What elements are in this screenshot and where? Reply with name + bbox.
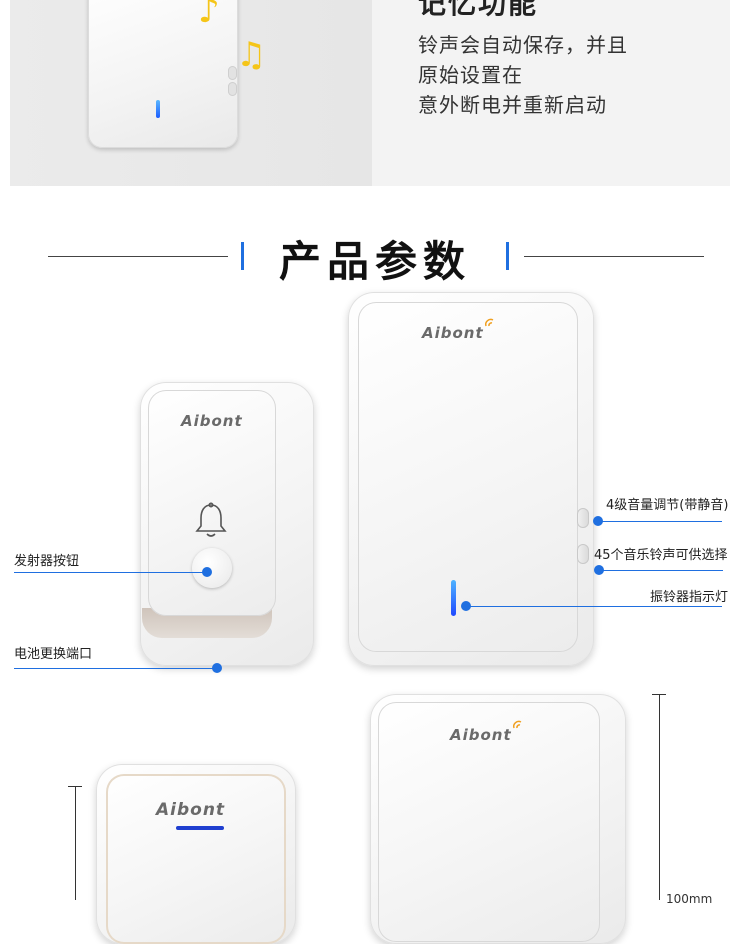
callout-ringtones-line bbox=[599, 570, 723, 571]
signal-icon bbox=[485, 318, 494, 327]
callout-volume-label: 4级音量调节(带静音) bbox=[606, 498, 729, 513]
side-button-lower bbox=[228, 82, 237, 96]
transmitter-device: Aibont bbox=[140, 382, 314, 666]
receiver-front-face: Aibont bbox=[378, 702, 600, 942]
brand-logo: Aibont bbox=[181, 412, 243, 430]
transmitter-face: Aibont bbox=[148, 390, 276, 616]
feature-line-1: 铃声会自动保存，并且 bbox=[418, 33, 628, 57]
callout-button-label: 发射器按钮 bbox=[14, 554, 80, 569]
callout-ringtones-label: 45个音乐铃声可供选择 bbox=[594, 548, 728, 563]
brand-logo: Aibont bbox=[156, 800, 226, 820]
music-note-icon: ♫ bbox=[236, 35, 267, 75]
memory-feature-panel: ♪ ♫ bbox=[10, 0, 730, 186]
receiver-device: Aibont bbox=[348, 292, 594, 666]
feature-title: 记忆功能 bbox=[418, 0, 539, 20]
receiver-front-device: Aibont bbox=[370, 694, 626, 944]
indicator-led bbox=[156, 100, 160, 118]
ringtone-button[interactable] bbox=[577, 544, 589, 564]
receiver-image bbox=[88, 0, 238, 148]
heading-bar-left bbox=[241, 242, 244, 270]
transmitter-front-device: Aibont bbox=[96, 764, 296, 944]
indicator-led bbox=[451, 580, 456, 616]
heading-rule-left bbox=[48, 256, 228, 257]
transmitter-front-face: Aibont bbox=[106, 774, 286, 944]
feature-text-area bbox=[372, 0, 730, 186]
brand-logo: Aibont bbox=[450, 726, 512, 744]
dimension-line-right bbox=[659, 694, 660, 900]
dimension-label: 100mm bbox=[666, 892, 713, 906]
volume-button[interactable] bbox=[577, 508, 589, 528]
transmitter-button[interactable] bbox=[192, 548, 232, 588]
section-title: 产品参数 bbox=[278, 237, 471, 286]
feature-image: ♪ ♫ bbox=[10, 0, 372, 186]
indicator-led bbox=[176, 826, 224, 830]
brand-logo: Aibont bbox=[422, 324, 484, 342]
callout-indicator-dot bbox=[461, 601, 471, 611]
receiver-face: Aibont bbox=[358, 302, 578, 652]
bell-icon bbox=[195, 502, 227, 537]
side-button-upper bbox=[228, 66, 237, 80]
callout-ringtones-dot bbox=[594, 565, 604, 575]
callout-battery-dot bbox=[212, 663, 222, 673]
music-note-icon: ♪ bbox=[198, 0, 220, 31]
callout-indicator-line bbox=[466, 606, 722, 607]
callout-battery-label: 电池更换端口 bbox=[14, 647, 93, 662]
signal-icon bbox=[513, 720, 522, 729]
heading-rule-right bbox=[524, 256, 704, 257]
heading-bar-right bbox=[506, 242, 509, 270]
callout-button-line bbox=[14, 572, 208, 573]
callout-volume-line bbox=[598, 521, 722, 522]
feature-line-3: 意外断电并重新启动 bbox=[418, 93, 607, 117]
callout-battery-line bbox=[14, 668, 218, 669]
callout-indicator-label: 振铃器指示灯 bbox=[650, 590, 729, 605]
dimension-line-left bbox=[75, 786, 76, 900]
callout-volume-dot bbox=[593, 516, 603, 526]
callout-button-dot bbox=[202, 567, 212, 577]
feature-line-2: 原始设置在 bbox=[418, 63, 523, 87]
